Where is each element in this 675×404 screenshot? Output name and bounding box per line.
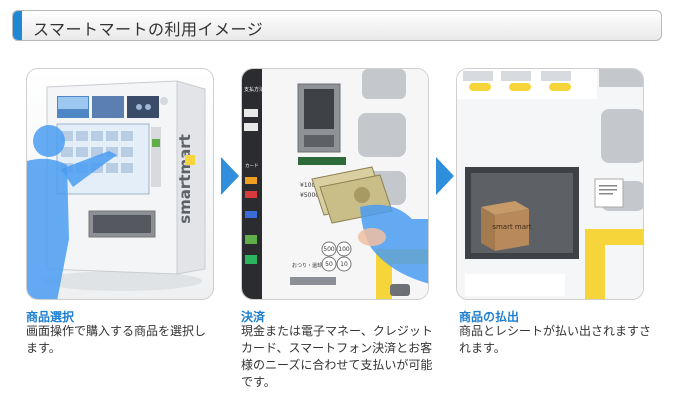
arrow-right-icon xyxy=(436,157,454,195)
section-header: スマートマートの利用イメージ xyxy=(12,10,662,41)
step-1-image: smartmart xyxy=(26,68,214,300)
header-accent-bar xyxy=(13,11,22,40)
step-2-image: 支払方法 カード ¥10000 ¥5000 500 100 xyxy=(241,68,429,300)
box-label: smart mart xyxy=(492,223,532,231)
step-3-description: 商品とレシートが払い出されますされます。 xyxy=(459,324,652,355)
step-1-title: 商品選択 xyxy=(26,310,75,324)
payment-header-text: 支払方法 xyxy=(244,86,264,93)
step-3-image: smart mart xyxy=(456,68,644,300)
step-3-title: 商品の払出 xyxy=(459,310,520,324)
vending-machine: smartmart xyxy=(46,80,206,275)
step-2-description: 現金または電子マネー、クレジットカード、スマートフォン決済とお客様のニーズに合わ… xyxy=(241,324,433,389)
header-title: スマートマートの利用イメージ xyxy=(33,20,264,39)
screen-price-1: ¥10000 xyxy=(300,182,323,189)
product-box: smart mart xyxy=(481,201,532,251)
step-1-description: 画面操作で購入する商品を選択します。 xyxy=(26,324,207,355)
screen-price-2: ¥5000 xyxy=(300,192,319,199)
machine-brand-text: smartmart xyxy=(176,134,194,224)
coin-100: 100 xyxy=(338,246,350,253)
hand-silhouette xyxy=(358,204,428,284)
user-silhouette xyxy=(27,125,117,299)
coin-50: 50 xyxy=(325,261,333,268)
step-2-title: 決済 xyxy=(241,310,266,324)
card-label-text: カード xyxy=(245,163,259,169)
coin-10: 10 xyxy=(340,261,348,268)
coin-500: 500 xyxy=(323,246,335,253)
arrow-right-icon xyxy=(221,157,239,195)
change-label: おつり・還却 xyxy=(292,262,322,269)
